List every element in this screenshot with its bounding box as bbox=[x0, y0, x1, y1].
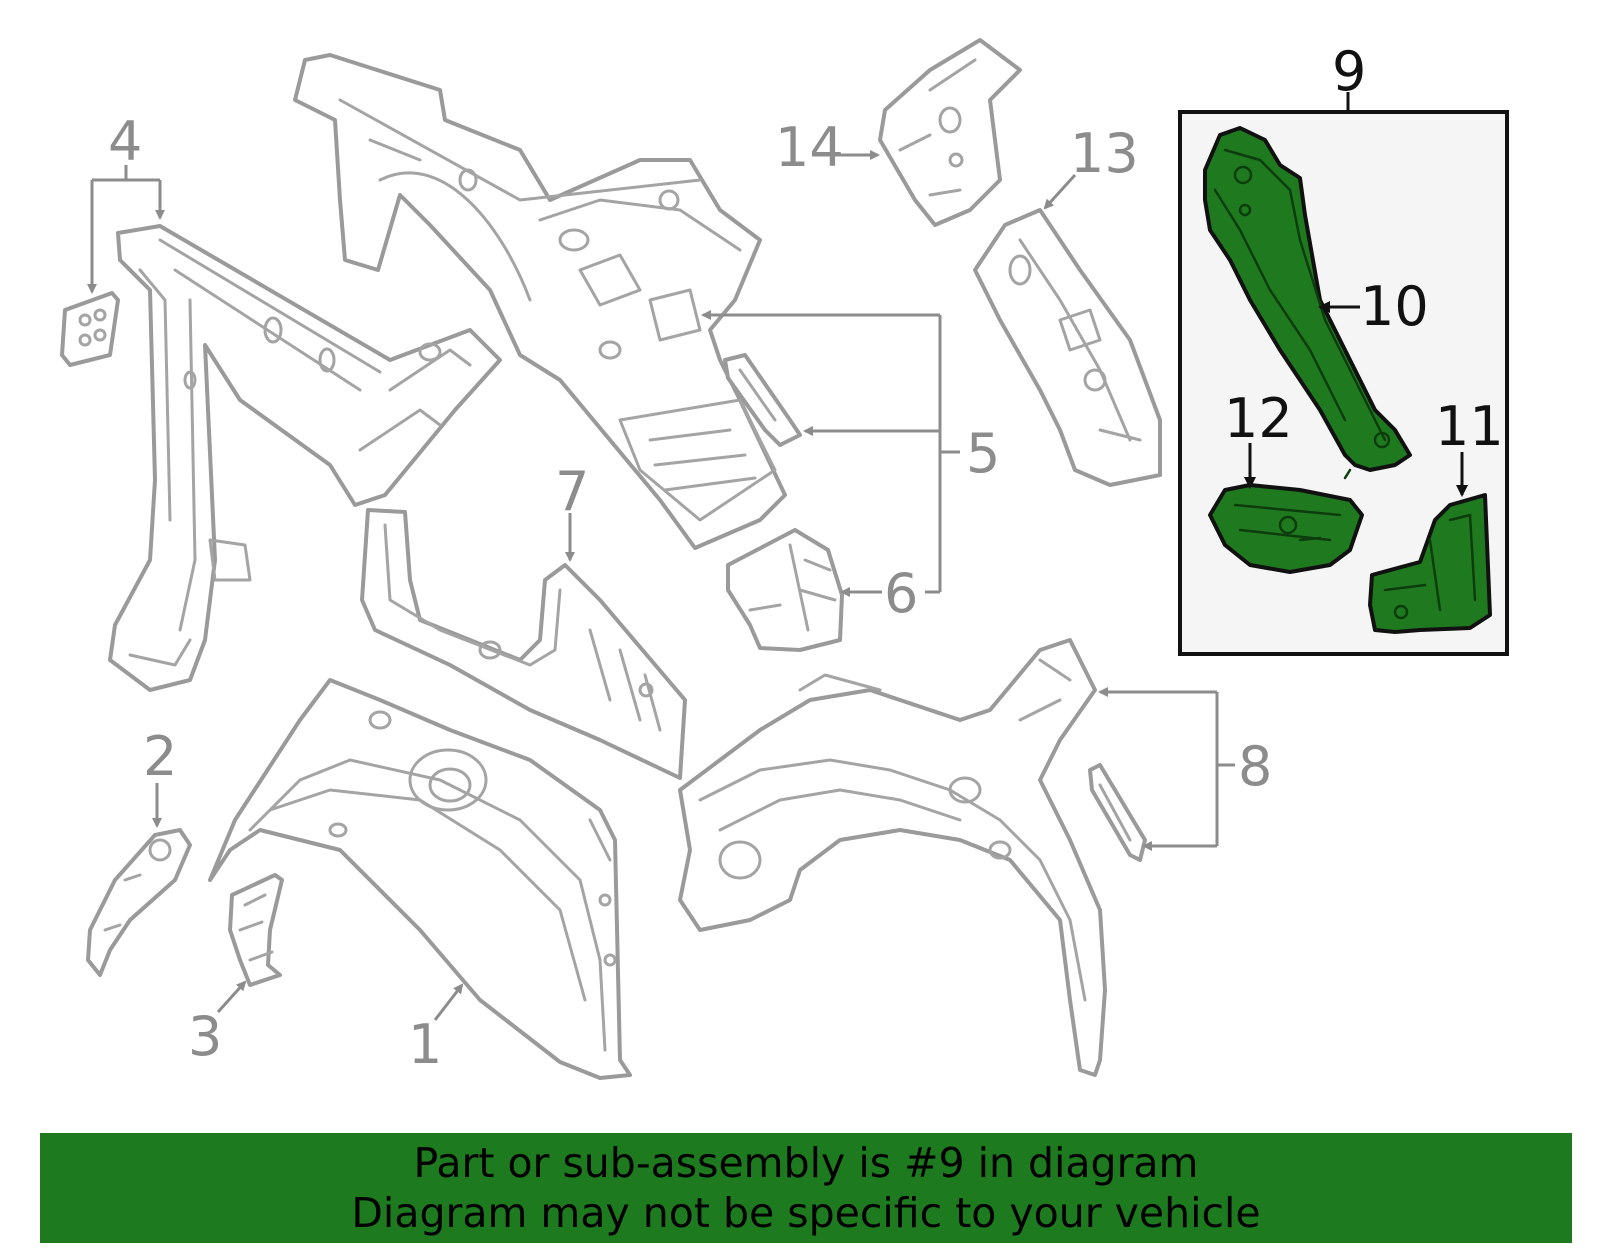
label-part-14: 14 bbox=[775, 116, 844, 179]
part-8-wheelhouse-outer bbox=[678, 638, 1147, 1077]
part-2-small-bracket bbox=[86, 828, 192, 977]
label-part-10: 10 bbox=[1360, 275, 1429, 338]
label-part-4: 4 bbox=[108, 110, 142, 173]
part-14-upper-bracket bbox=[878, 38, 1022, 227]
info-banner-bg bbox=[40, 1133, 1572, 1243]
part-7-side-panel bbox=[360, 508, 687, 780]
label-part-2: 2 bbox=[143, 725, 177, 788]
label-part-11: 11 bbox=[1435, 395, 1504, 458]
banner-line-1: Part or sub-assembly is #9 in diagram bbox=[413, 1139, 1199, 1187]
info-banner: Part or sub-assembly is #9 in diagram Di… bbox=[40, 1133, 1572, 1243]
part-10-pillar-highlighted bbox=[1203, 126, 1412, 472]
part-11-bracket-highlighted bbox=[1368, 493, 1492, 634]
label-part-3: 3 bbox=[188, 1005, 222, 1068]
label-part-5: 5 bbox=[966, 422, 1000, 485]
label-part-9: 9 bbox=[1332, 40, 1366, 103]
label-part-7: 7 bbox=[555, 460, 589, 523]
banner-line-2: Diagram may not be specific to your vehi… bbox=[351, 1189, 1261, 1237]
part-4-pillar-assembly bbox=[60, 224, 502, 692]
label-part-12: 12 bbox=[1224, 387, 1293, 450]
part-3-small-bracket bbox=[228, 873, 284, 987]
leader-lines bbox=[87, 150, 1235, 1021]
label-part-1: 1 bbox=[408, 1013, 442, 1076]
sub-assembly-9-box: 9 10 12 11 bbox=[1178, 40, 1509, 656]
label-part-13: 13 bbox=[1070, 122, 1139, 185]
label-part-8: 8 bbox=[1238, 735, 1272, 798]
label-part-6: 6 bbox=[884, 562, 918, 625]
part-13-pillar-reinforcement bbox=[973, 208, 1162, 487]
part-labels: 4 5 6 7 14 13 8 2 3 1 bbox=[108, 110, 1272, 1076]
part-6-bracket bbox=[726, 528, 844, 652]
part-1-wheelhouse bbox=[208, 678, 632, 1080]
part-5-quarter-inner-panel bbox=[293, 53, 802, 550]
